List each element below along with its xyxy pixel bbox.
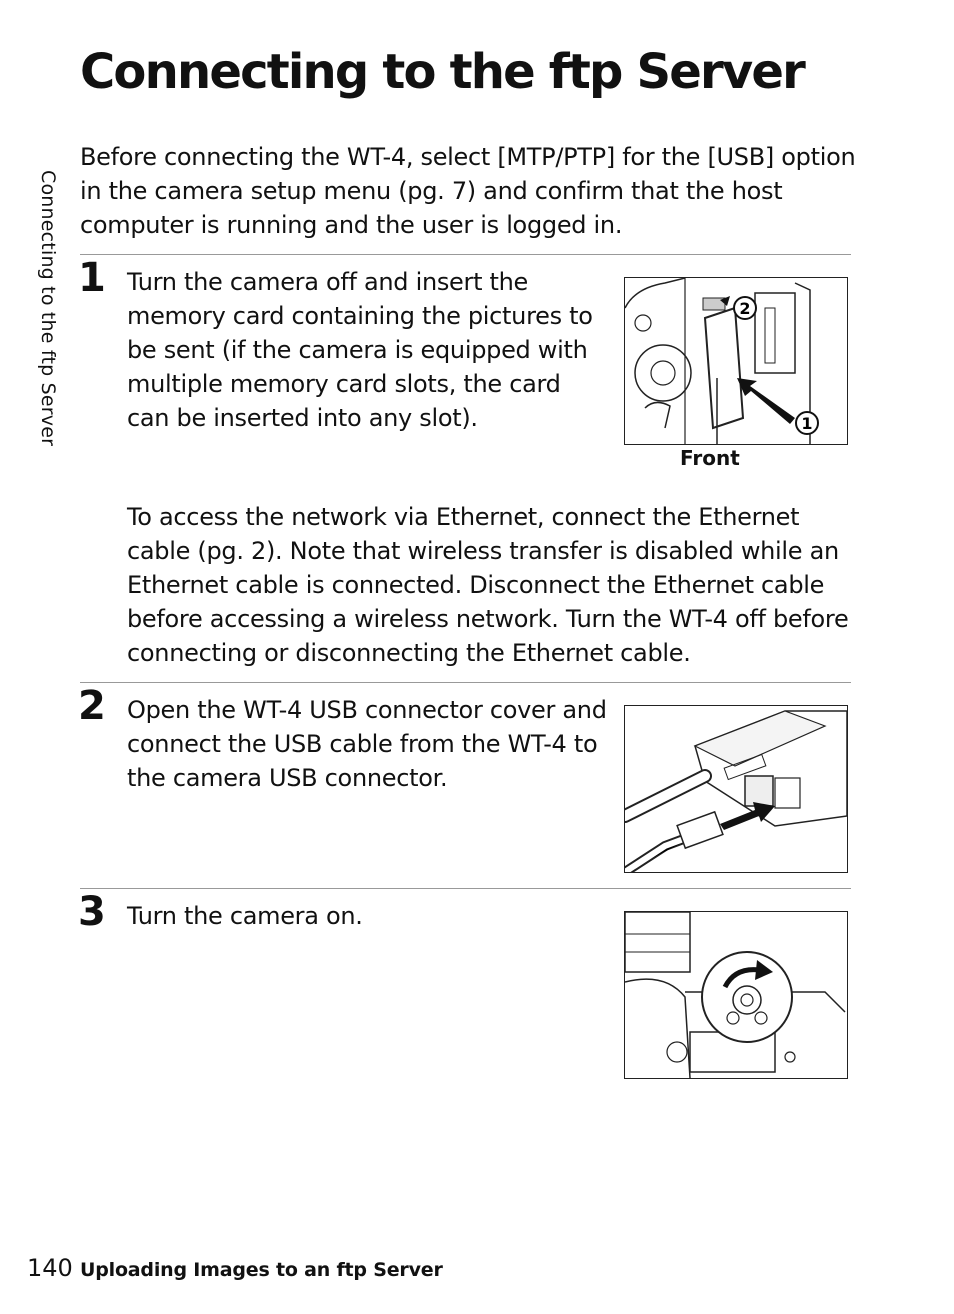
divider [80, 254, 851, 255]
step-1-text: Turn the camera off and insert the memor… [127, 268, 593, 432]
step-3-text: Turn the camera on. [127, 902, 363, 930]
page-number: 140 [27, 1254, 73, 1282]
page-title: Connecting to the ftp Server [80, 44, 806, 100]
step-2-number: 2 [78, 683, 106, 729]
svg-text:2: 2 [739, 299, 750, 318]
usb-connection-illustration [625, 706, 847, 872]
step-3-number: 3 [78, 889, 106, 935]
memory-card-illustration: 2 1 [625, 278, 847, 444]
side-section-label: Connecting to the ftp Server [37, 170, 59, 447]
camera-power-figure [624, 911, 848, 1079]
divider [80, 682, 851, 683]
usb-connection-figure [624, 705, 848, 873]
step-1-number: 1 [78, 255, 106, 301]
step-2-text: Open the WT-4 USB connector cover and co… [127, 696, 607, 792]
memory-card-figure: 2 1 [624, 277, 848, 445]
intro-paragraph: Before connecting the WT-4, select [MTP/… [80, 143, 856, 239]
svg-text:1: 1 [801, 414, 812, 433]
footer-section-title: Uploading Images to an ftp Server [80, 1259, 443, 1281]
divider [80, 888, 851, 889]
front-label: Front [680, 446, 740, 470]
camera-power-illustration [625, 912, 847, 1078]
step-1-note: To access the network via Ethernet, conn… [127, 503, 849, 667]
